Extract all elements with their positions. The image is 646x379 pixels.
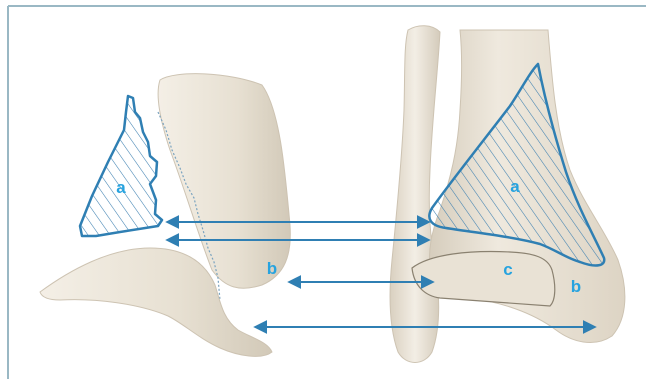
label-left-b: b [267,259,277,278]
label-right-a: a [510,177,520,196]
label-c: c [503,260,512,279]
fibula [390,26,440,363]
label-left-a: a [116,178,126,197]
left-fragment-a [80,96,162,236]
label-right-b: b [571,277,581,296]
